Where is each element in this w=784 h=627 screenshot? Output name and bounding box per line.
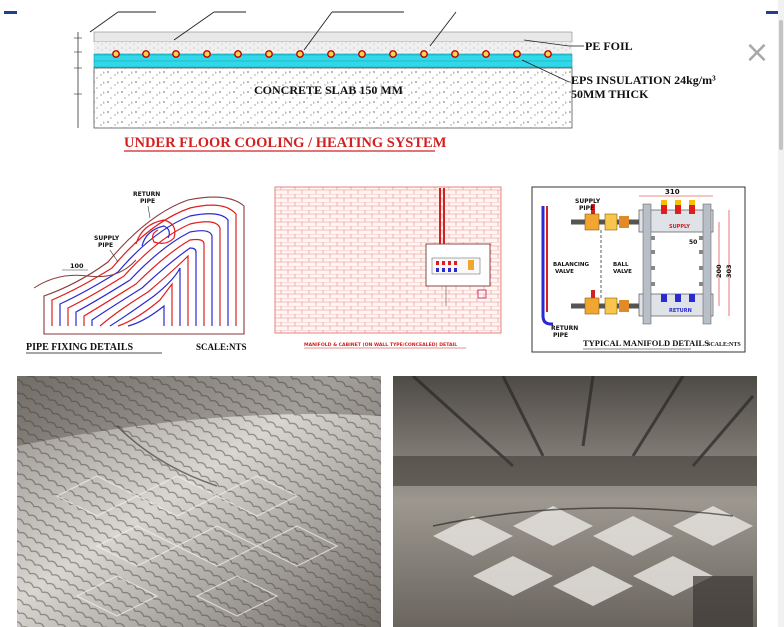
- supply-tag: SUPPLY: [669, 224, 690, 230]
- supply-valves: [584, 204, 629, 231]
- manifold-return-ports: [661, 294, 695, 302]
- balancing-valve-label-line1: BALANCING: [553, 262, 589, 268]
- pipe-fixing-diagram: 100 RETURN PIPE SUPPLY PIPE PIPE FIXING …: [18, 184, 258, 356]
- pipe-spacing-dimension: 100: [70, 262, 84, 270]
- pipe-loops: [51, 204, 237, 327]
- site-photo-left: [17, 376, 381, 627]
- top-edge-mark-right: [766, 11, 778, 14]
- heating-pipes: [112, 50, 552, 58]
- close-icon: ×: [744, 35, 770, 70]
- ball-valve-label-line1: BALL: [613, 262, 629, 268]
- dim-200: 200: [715, 264, 723, 278]
- typical-manifold-scale: SCALE:NTS: [707, 342, 741, 348]
- system-title: UNDER FLOOR COOLING / HEATING SYSTEM: [124, 135, 447, 151]
- supply-pipe-label-line2-manifold: PIPE: [579, 205, 594, 212]
- site-photo-right: [393, 376, 757, 627]
- dim-50: 50: [689, 239, 697, 246]
- pipe-fixing-caption: PIPE FIXING DETAILS: [26, 342, 133, 353]
- manifold-supply-ports: [661, 200, 695, 214]
- close-button[interactable]: ×: [744, 38, 770, 68]
- dim-303: 303: [725, 264, 733, 278]
- cabinet-manifold-ports: [436, 260, 474, 272]
- return-pipe-label-line2-manifold: PIPE: [553, 332, 568, 339]
- return-valves: [584, 290, 629, 315]
- scrollbar-track[interactable]: [778, 0, 784, 627]
- pe-foil-label: PE FOIL: [585, 39, 633, 53]
- ball-valve-label-line2: VALVE: [613, 269, 632, 275]
- dim-width-310: 310: [665, 188, 680, 196]
- manifold-cabinet-caption: MANIFOLD & CABINET (ON WALL TYPE/CONCEAL…: [304, 342, 457, 348]
- scrollbar-thumb[interactable]: [779, 20, 783, 150]
- balancing-valve-label-line2: VALVE: [555, 269, 574, 275]
- return-pipe-label-line1-manifold: RETURN: [551, 325, 578, 332]
- pipe-fixing-scale: SCALE:NTS: [196, 342, 247, 352]
- concrete-slab-label: CONCRETE SLAB 150 MM: [254, 83, 403, 97]
- floor-section-diagram: PE FOIL EPS INSULATION 24kg/m³ 50MM THIC…: [64, 10, 720, 160]
- top-edge-mark-left: [4, 11, 17, 14]
- eps-thickness-label: 50MM THICK: [571, 87, 649, 101]
- floor-section-svg: PE FOIL EPS INSULATION 24kg/m³ 50MM THIC…: [74, 11, 716, 152]
- typical-manifold-caption: TYPICAL MANIFOLD DETAILS: [583, 338, 709, 348]
- return-pipe-label-line2: PIPE: [140, 198, 155, 205]
- supply-pipe-label-line2: PIPE: [98, 242, 113, 249]
- eps-insulation-label: EPS INSULATION 24kg/m³: [571, 73, 716, 87]
- typical-manifold-diagram: 310 50 200 303 SUPPLY PIPE BALANCING VAL…: [531, 186, 747, 354]
- manifold-cabinet-diagram: MANIFOLD & CABINET (ON WALL TYPE/CONCEAL…: [274, 186, 502, 352]
- return-tag: RETURN: [669, 308, 692, 314]
- return-pipe-label-line1: RETURN: [133, 191, 160, 198]
- supply-pipe-label-line1-manifold: SUPPLY: [575, 198, 601, 205]
- supply-pipe-label-line1: SUPPLY: [94, 235, 120, 242]
